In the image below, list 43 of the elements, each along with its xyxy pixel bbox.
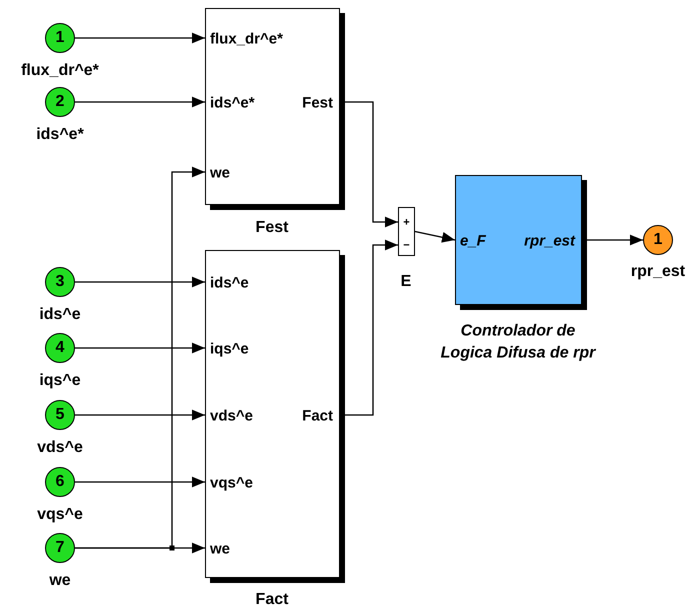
inport-circle: 4 xyxy=(45,333,75,363)
port-label: Fest xyxy=(302,96,333,110)
outport-circle: 1 xyxy=(643,225,673,255)
inport-circle: 3 xyxy=(45,267,75,297)
block-caption: ids^e* xyxy=(35,125,85,146)
block-caption: Controlador de Logica Difusa de rpr xyxy=(440,321,597,363)
inport-circle: 7 xyxy=(45,533,75,563)
port-label: flux_dr^e* xyxy=(210,32,283,46)
inport-circle: 2 xyxy=(45,87,75,117)
sign-label: + xyxy=(402,218,411,228)
signal-line xyxy=(75,276,205,288)
block-caption: ids^e xyxy=(38,305,82,326)
signal-line xyxy=(75,410,205,420)
block-caption: E xyxy=(400,272,412,292)
port-label: e_F xyxy=(460,234,486,248)
block-caption: we xyxy=(48,571,72,592)
port-label: we xyxy=(210,542,230,556)
inport-circle: 5 xyxy=(45,400,75,430)
signal-line xyxy=(75,342,205,354)
inport-circle: 1 xyxy=(45,23,75,53)
port-label: vqs^e xyxy=(210,476,253,490)
block-caption: Fact xyxy=(254,590,290,610)
signal-line xyxy=(414,230,456,243)
signal-line xyxy=(75,32,205,44)
signal-line xyxy=(75,542,205,554)
port-label: we xyxy=(210,166,230,180)
signal-line xyxy=(75,96,205,108)
port-label: ids^e* xyxy=(210,96,255,110)
block-caption: rpr_est xyxy=(630,262,686,282)
port-label: vds^e xyxy=(210,408,253,424)
port-label: iqs^e xyxy=(210,342,249,356)
inport-circle: 6 xyxy=(45,467,75,497)
sign-label: − xyxy=(402,240,411,252)
port-label: rpr_est xyxy=(524,234,575,248)
port-label: ids^e xyxy=(210,276,249,290)
block-caption: Fest xyxy=(254,218,290,238)
block-caption: iqs^e xyxy=(38,371,82,392)
block-caption: flux_dr^e* xyxy=(20,61,100,82)
sum-block xyxy=(398,207,415,256)
signal-line xyxy=(75,476,205,488)
block-caption: vqs^e xyxy=(36,505,84,526)
port-label: Fact xyxy=(302,408,333,424)
block-caption: vds^e xyxy=(36,438,84,458)
